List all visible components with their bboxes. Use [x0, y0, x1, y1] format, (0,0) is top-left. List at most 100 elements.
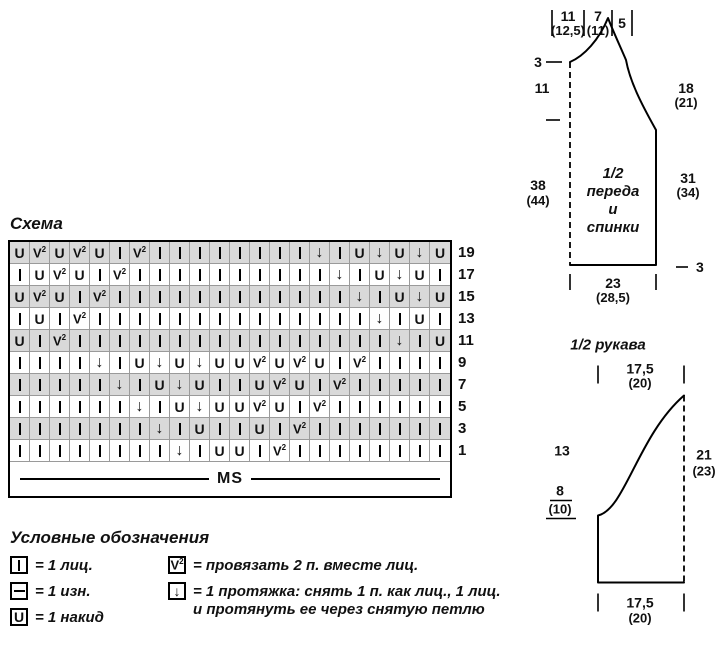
legend-item-text: = провязать 2 п. вместе лиц.	[193, 556, 419, 574]
chart-cell	[50, 308, 70, 330]
knit-stitch-symbol	[138, 378, 141, 391]
yarn-over-symbol: U	[14, 288, 25, 305]
knit-stitch-symbol	[38, 400, 41, 413]
chart-cell	[330, 286, 350, 308]
chart-cell: V2	[70, 308, 90, 330]
chart-cell	[210, 264, 230, 286]
knit-stitch-symbol	[358, 334, 361, 347]
chart-cell	[10, 396, 30, 418]
knit-stitch-symbol	[258, 334, 261, 347]
slip-decrease-symbol: ↓	[195, 397, 204, 415]
knit-stitch-symbol	[178, 290, 181, 303]
chart-cell: U	[350, 242, 370, 264]
chart-cell: V2	[330, 374, 350, 396]
legend-item-row: = 1 изн.	[10, 582, 160, 600]
chart-cell: U	[270, 352, 290, 374]
knit-stitch-symbol	[38, 422, 41, 435]
knit-stitch-symbol	[318, 334, 321, 347]
knit-stitch-symbol	[358, 378, 361, 391]
knit-stitch-symbol	[238, 246, 241, 259]
chart-cell: ↓	[350, 286, 370, 308]
knit-stitch-symbol	[98, 444, 101, 457]
yarn-over-symbol: U	[54, 288, 65, 305]
chart-cell: U	[150, 374, 170, 396]
yarn-over-symbol: U	[74, 266, 85, 283]
chart-cell	[170, 330, 190, 352]
legend-item-text-line2: и протянуть ее через снятую петлю	[193, 601, 485, 618]
measure-sleeve-top-width-alt: (20)	[628, 376, 651, 391]
chart-cell	[190, 242, 210, 264]
chart-cell: U	[430, 242, 450, 264]
chart-cell	[70, 374, 90, 396]
knit-stitch-symbol	[98, 400, 101, 413]
knit-stitch-symbol	[118, 334, 121, 347]
chart-cell: U	[50, 242, 70, 264]
knit-stitch-symbol	[338, 290, 341, 303]
knit-stitch-symbol	[398, 444, 401, 457]
chart-cell	[310, 308, 330, 330]
yarn-over-symbol: U	[254, 376, 265, 393]
chart-cell	[270, 264, 290, 286]
chart-cell: U	[250, 418, 270, 440]
knit-stitch-symbol	[178, 334, 181, 347]
legend-item: U= 1 накид	[10, 608, 160, 626]
knit-stitch-symbol	[418, 378, 421, 391]
chart-cell	[370, 374, 390, 396]
k2tog-symbol: V2	[272, 442, 287, 459]
knit-stitch-symbol	[78, 334, 81, 347]
chart-cell: ↓	[110, 374, 130, 396]
knit-stitch-symbol	[18, 268, 21, 281]
knit-stitch-symbol	[298, 290, 301, 303]
chart-cell: V2	[350, 352, 370, 374]
chart-row-number: 1	[458, 442, 467, 459]
yarn-over-symbol: U	[434, 288, 446, 305]
yarn-over-symbol: U	[214, 354, 225, 371]
chart-cell: ↓	[150, 352, 170, 374]
chart-cell: U	[310, 352, 330, 374]
chart-cell	[10, 308, 30, 330]
chart-cell	[110, 308, 130, 330]
chart-cell	[190, 440, 210, 462]
yarn-over-symbol: U	[274, 398, 285, 415]
measure-neck-width-alt: (12,5)	[551, 23, 585, 38]
knit-stitch-symbol	[439, 444, 441, 457]
knit-stitch-symbol	[238, 312, 241, 325]
chart-cell: ↓	[330, 264, 350, 286]
chart-cell	[110, 440, 130, 462]
piece-label-line2: переда	[587, 183, 640, 200]
chart-cell	[50, 440, 70, 462]
chart-cell	[150, 330, 170, 352]
chart-cell: U	[50, 286, 70, 308]
k2tog-symbol: V2	[92, 288, 107, 305]
chart-cell: ↓	[150, 418, 170, 440]
knit-stitch-symbol	[378, 356, 381, 369]
chart-cell	[210, 330, 230, 352]
knit-stitch-symbol	[258, 290, 261, 303]
chart-cell: ↓	[410, 242, 430, 264]
knit-stitch-symbol	[258, 268, 261, 281]
chart-cell	[90, 330, 110, 352]
chart-cell	[50, 418, 70, 440]
knit-stitch-symbol	[298, 400, 301, 413]
yarn-over-symbol: U	[174, 398, 185, 415]
knit-stitch-symbol	[158, 334, 161, 347]
ms-line-right	[251, 478, 440, 480]
measure-yoke-height-alt: (21)	[674, 95, 697, 110]
chart-cell: U	[290, 374, 310, 396]
chart-cell	[70, 352, 90, 374]
front-back-schematic: 11 (12,5) 7 (11) 5 3 11 38 (44) 18 (21) …	[526, 8, 704, 305]
knit-stitch-symbol	[18, 356, 21, 369]
knit-stitch-symbol	[358, 422, 361, 435]
front-back-outline	[569, 17, 657, 266]
yarn-over-symbol: U	[394, 288, 405, 305]
chart-cell	[330, 418, 350, 440]
knit-stitch-symbol	[118, 312, 121, 325]
knit-stitch-symbol	[318, 290, 321, 303]
knit-stitch-symbol	[238, 422, 241, 435]
knit-stitch-symbol	[298, 312, 301, 325]
chart-cell	[430, 418, 450, 440]
chart-cell	[410, 440, 430, 462]
knit-stitch-symbol	[278, 422, 281, 435]
